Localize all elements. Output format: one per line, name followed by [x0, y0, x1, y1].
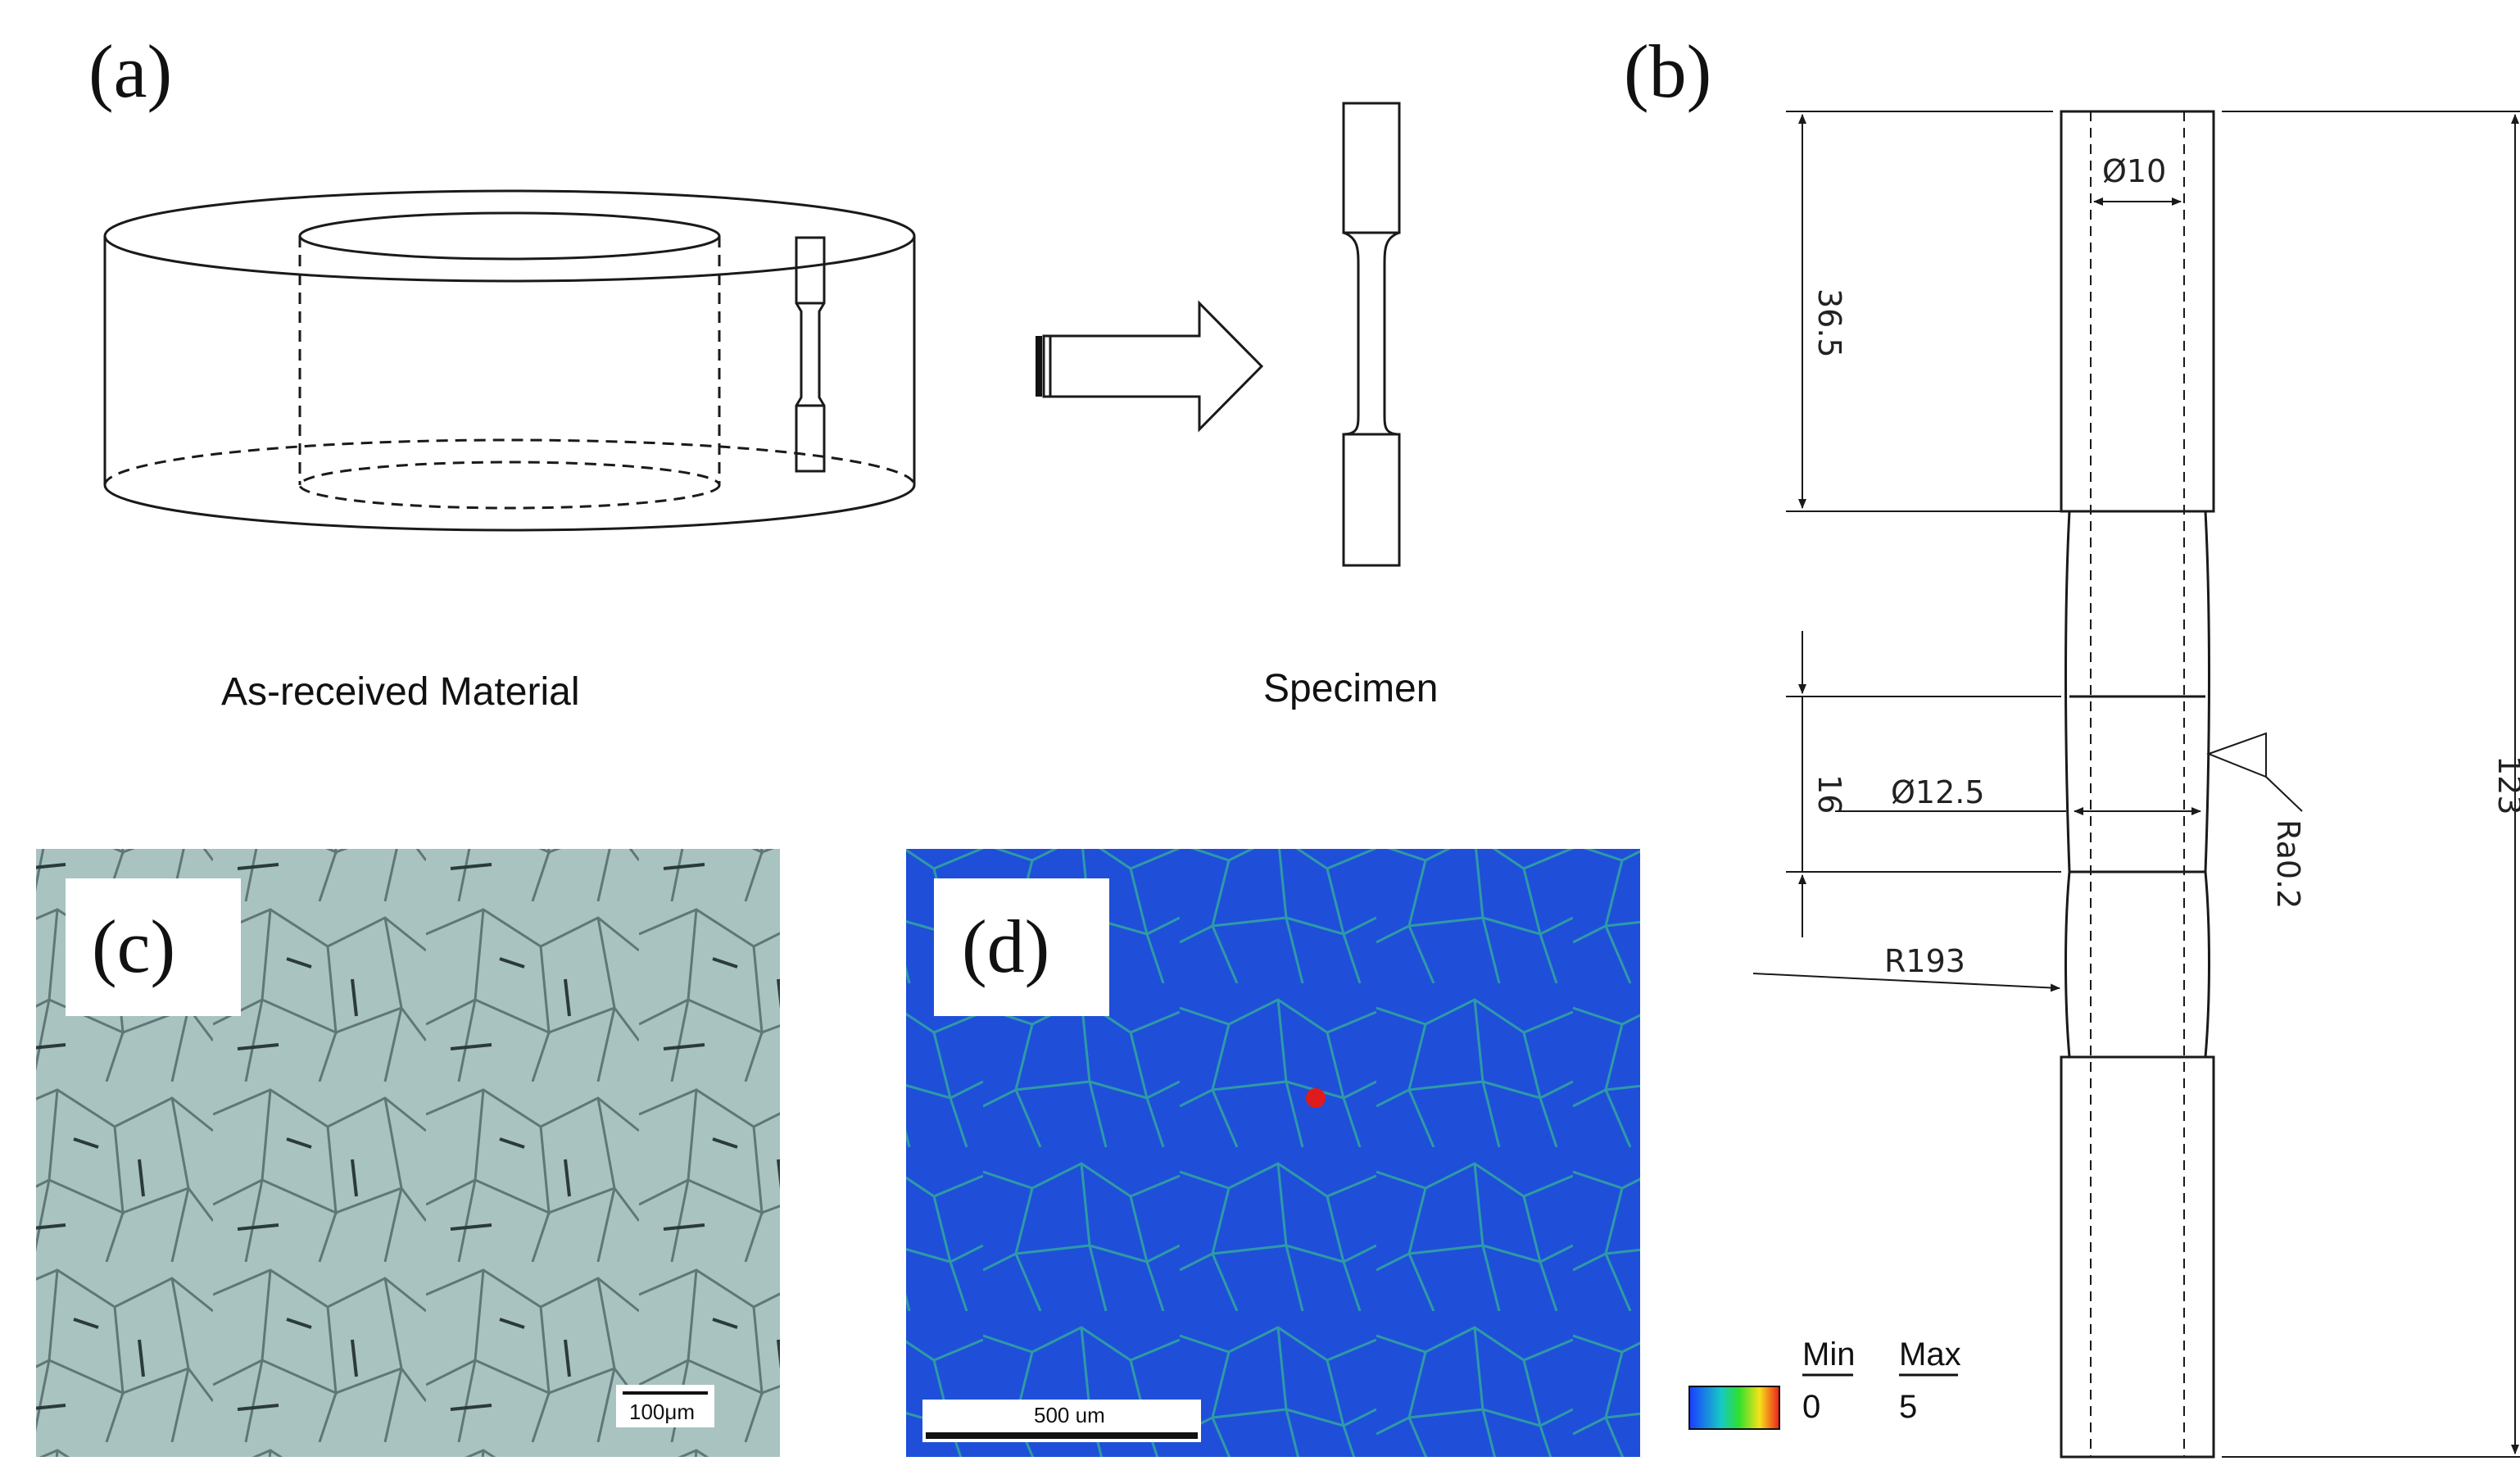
extraction-arrow [1036, 300, 1264, 433]
drawing-lower-transition [2064, 871, 2210, 1058]
roughness-triangle [2206, 732, 2267, 778]
drawing-gauge-section [2064, 510, 2210, 873]
caption-specimen: Specimen [1263, 667, 1438, 710]
caption-as-received-material: As-received Material [221, 670, 579, 714]
dim-radius: R193 [1884, 943, 1965, 979]
arrow-outline [1042, 300, 1264, 433]
dim-grip-length: 36.5 [1811, 288, 1847, 358]
panel-a: (a) As-receive [88, 29, 1438, 714]
panel-b: (b) 36.5 16 123 Ø10 [1624, 29, 2520, 1459]
color-legend: Min 0 Max 5 [1688, 1336, 1961, 1430]
ring-bottom-front [103, 484, 916, 532]
ring-top-outer [103, 189, 916, 283]
drawing-upper-grip [2060, 110, 2215, 513]
dim-diameter-gauge: Ø12.5 [1891, 774, 1985, 810]
specimen-gauge [1343, 231, 1400, 436]
engineering-drawing [2060, 110, 2215, 1459]
specimen-upper-grip [1342, 102, 1401, 234]
panel-a-label: (a) [88, 29, 172, 113]
drawing-lower-grip [2060, 1055, 2215, 1459]
dim-diameter-grip: Ø10 [2102, 153, 2166, 189]
arrow-tail-bar [1036, 336, 1042, 397]
specimen-drawing [1342, 102, 1401, 567]
legend-min-value: 0 [1802, 1389, 1820, 1425]
dim-gauge-length: 16 [1811, 774, 1847, 814]
specimen-in-ring [795, 236, 826, 473]
scale-bar-c-label: 100μm [629, 1400, 695, 1424]
roughness-leader [2265, 776, 2303, 812]
panel-d: (d) 500 um [906, 849, 1640, 1457]
ring-bottom-inner-hidden [298, 461, 721, 510]
panel-c-label: (c) [92, 905, 175, 988]
panel-d-label: (d) [962, 905, 1049, 988]
panel-d-label-box [934, 878, 1109, 1016]
specimen-lower-grip [1342, 433, 1401, 567]
ring-material-drawing [103, 189, 916, 532]
legend-min-label: Min [1802, 1336, 1855, 1373]
ebsd-hotspot [1306, 1088, 1326, 1108]
legend-max-label: Max [1899, 1336, 1961, 1373]
legend-max-value: 5 [1899, 1389, 1917, 1425]
scale-bar-d-label: 500 um [1034, 1403, 1105, 1427]
panel-c: (c) 100μm [36, 849, 780, 1457]
roughness-value: Ra0.2 [2270, 819, 2306, 909]
ring-top-inner [298, 211, 721, 261]
dim-line-radius [1752, 973, 2060, 992]
legend-color-bar [1688, 1386, 1780, 1430]
panel-b-label: (b) [1624, 29, 1711, 113]
dim-total-length: 123 [2491, 755, 2520, 815]
panel-c-label-box [66, 878, 241, 1016]
